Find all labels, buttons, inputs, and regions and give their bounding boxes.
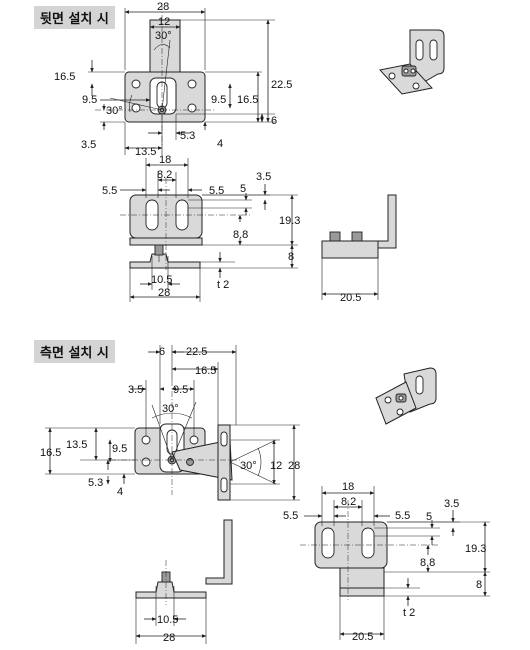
mount-hole <box>131 79 141 89</box>
side-dim-16-5-left: 16.5 <box>40 447 61 459</box>
side-dim-9-5-left: 9.5 <box>112 443 127 455</box>
side-front-dim-5-5-right: 5.5 <box>395 510 410 522</box>
side-top-view: 6 22.5 16.5 3.5 9.5 30° 16.5 13.5 9.5 5.… <box>40 345 300 501</box>
bottom-bracket <box>129 253 201 269</box>
side-l-bracket <box>205 519 233 585</box>
profile-dim-20-5: 20.5 <box>340 292 361 304</box>
front-dim-5: 5 <box>240 183 246 195</box>
side-dim-16-5-top: 16.5 <box>195 365 216 377</box>
side-dim-13-5: 13.5 <box>66 439 87 451</box>
side-dim-28: 28 <box>288 460 300 472</box>
side-angle-30-top: 30° <box>162 403 179 415</box>
sensor-body <box>321 240 379 259</box>
side-front-dim-18: 18 <box>342 481 354 493</box>
mount-hole <box>131 103 141 113</box>
side-front-dim-5-5-left: 5.5 <box>283 510 298 522</box>
side-profile-dim-10-5: 10.5 <box>157 614 178 626</box>
front-dim-18: 18 <box>159 154 171 166</box>
side-dim-4: 4 <box>117 486 123 498</box>
bracket-3d-icon <box>375 367 437 425</box>
front-dim-8: 8 <box>288 251 294 263</box>
bracket-3d-icon <box>379 29 445 95</box>
rear-front-view: 18 8.2 5.5 5.5 5 3.5 19.3 8.8 <box>102 154 300 302</box>
side-front-dim-8: 8 <box>476 579 482 591</box>
side-dim-6: 6 <box>159 346 165 358</box>
dim-9-5-right: 9.5 <box>211 94 226 106</box>
side-front-dim-t2: t 2 <box>403 607 415 619</box>
front-dim-19-3: 19.3 <box>279 215 300 227</box>
front-dim-8-2: 8.2 <box>157 169 172 181</box>
rear-mount-title: 뒷면 설치 시 <box>34 6 115 29</box>
side-front-dim-8-2: 8.2 <box>341 496 356 508</box>
l-bracket <box>377 194 397 249</box>
front-dim-28: 28 <box>158 287 170 299</box>
front-dim-10-5: 10.5 <box>151 274 172 286</box>
angle-30: 30° <box>155 30 172 42</box>
rear-top-view: 28 12 30° 16.5 9.5 30° 22.5 16.5 9.5 6 <box>54 1 292 158</box>
side-front-dim-5: 5 <box>426 511 432 523</box>
angle-30-left: 30° <box>106 105 123 117</box>
rear-side-profile: 20.5 <box>321 194 397 304</box>
dim-6: 6 <box>271 115 277 127</box>
dim-16-5-left: 16.5 <box>54 71 75 83</box>
dim-13-5: 13.5 <box>135 146 156 158</box>
side-front-dim-20-5: 20.5 <box>352 631 373 643</box>
side-dim-3-5: 3.5 <box>128 384 143 396</box>
dim-3-5: 3.5 <box>81 139 96 151</box>
side-bottom-profile: 10.5 28 <box>135 519 233 644</box>
side-dim-22-5: 22.5 <box>186 346 207 358</box>
side-front-dim-8-8: 8.8 <box>420 557 435 569</box>
dim-12: 12 <box>158 16 170 28</box>
front-dim-8-8: 8.8 <box>233 229 248 241</box>
side-front-dim-19-3: 19.3 <box>465 543 486 555</box>
dim-28: 28 <box>157 1 169 13</box>
dim-5-3: 5.3 <box>180 130 195 142</box>
side-profile-dim-28: 28 <box>163 632 175 644</box>
front-dim-3-5: 3.5 <box>256 171 271 183</box>
side-front-dim-3-5: 3.5 <box>444 498 459 510</box>
dim-4: 4 <box>217 138 223 150</box>
mount-hole <box>187 103 197 113</box>
front-dim-5-5-right: 5.5 <box>209 185 224 197</box>
dim-9-5-left: 9.5 <box>82 94 97 106</box>
mount-hole <box>187 79 197 89</box>
side-angle-30-right: 30° <box>240 460 257 472</box>
side-dim-9-5-top: 9.5 <box>173 384 188 396</box>
front-dim-5-5-left: 5.5 <box>102 185 117 197</box>
front-dim-t2: t 2 <box>217 279 229 291</box>
side-dim-12: 12 <box>270 460 282 472</box>
side-dim-5-3: 5.3 <box>88 477 103 489</box>
dim-16-5-right: 16.5 <box>237 94 258 106</box>
side-mount-title: 측면 설치 시 <box>34 340 115 363</box>
side-front-view: 18 8.2 5.5 5.5 5 3.5 19.3 8.8 8 t 2 <box>283 481 490 643</box>
dim-22-5: 22.5 <box>271 79 292 91</box>
